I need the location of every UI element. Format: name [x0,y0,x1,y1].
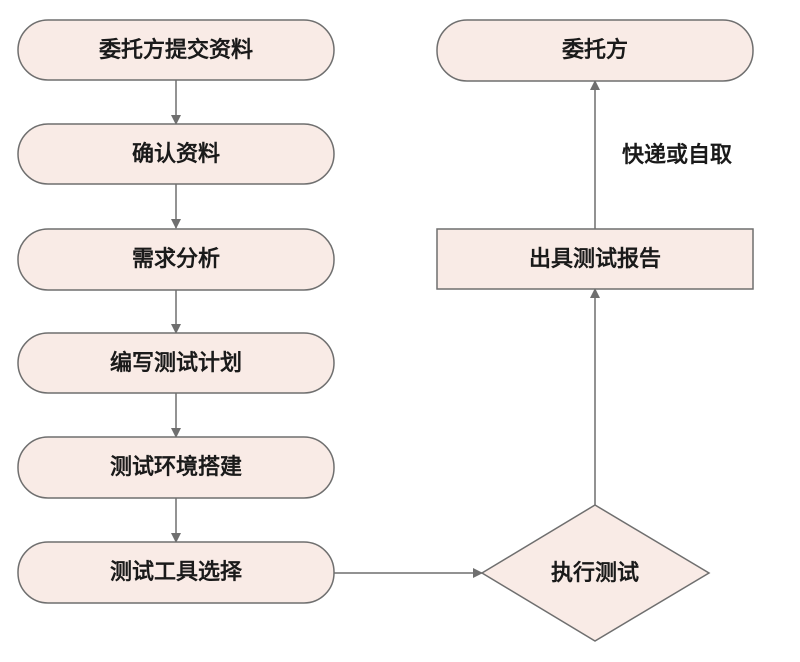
step-node-2: 确认资料 [17,123,335,185]
step-node-5: 测试环境搭建 [17,436,335,499]
step-node-1: 委托方提交资料 [17,19,335,81]
step-node-1-label: 委托方提交资料 [99,37,253,63]
client-node: 委托方 [436,19,754,82]
report-node-label: 出具测试报告 [529,247,661,272]
step-node-5-label: 测试环境搭建 [110,454,242,480]
step-node-6: 测试工具选择 [17,541,335,604]
step-node-4: 编写测试计划 [17,332,335,394]
step-node-2-label: 确认资料 [132,141,220,167]
execute-decision-node: 执行测试 [480,504,711,642]
report-node: 出具测试报告 [436,228,754,290]
execute-node-label: 执行测试 [551,560,639,586]
step-node-6-label: 测试工具选择 [110,559,243,585]
step-node-3: 需求分析 [17,228,335,291]
edge-label-delivery: 快递或自取 [622,142,732,168]
client-node-label: 委托方 [562,37,628,63]
step-node-3-label: 需求分析 [132,247,220,272]
step-node-4-label: 编写测试计划 [110,350,242,376]
